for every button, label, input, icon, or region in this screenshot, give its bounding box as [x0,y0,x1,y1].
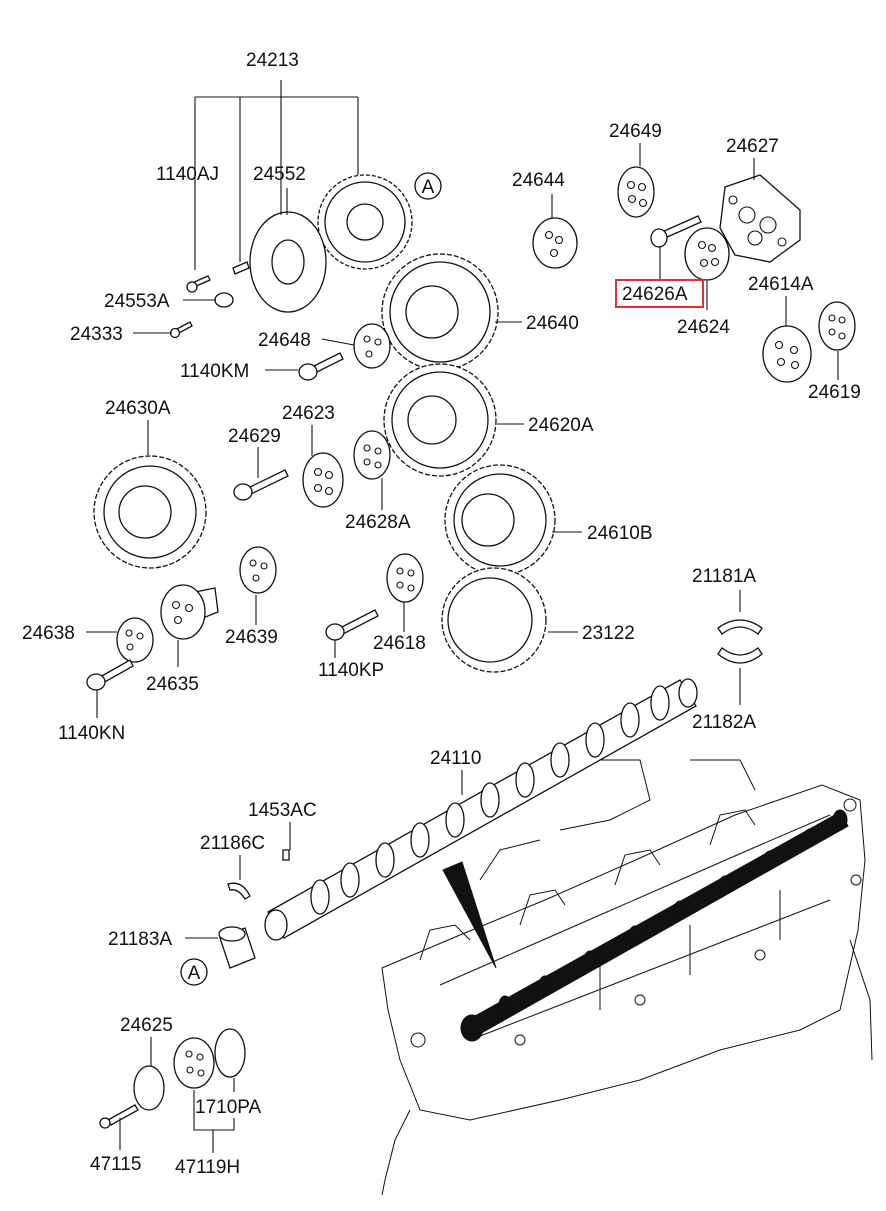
label-1140KM: 1140KM [180,361,249,382]
label-24624: 24624 [677,317,730,338]
label-24638: 24638 [22,623,75,644]
plate-24649 [617,166,655,218]
bolt-24333 [169,321,193,339]
label-24552: 24552 [253,164,306,185]
washer-24618 [386,553,424,603]
bearing-21186C [227,882,251,900]
timing-plate-24552 [249,211,327,313]
cover-47119H [173,1037,215,1089]
label-24627: 24627 [726,136,779,157]
label-21186C: 21186C [200,833,265,854]
label-24553A: 24553A [104,291,170,312]
label-24614A: 24614A [748,274,814,295]
pin-1453AC [282,849,290,861]
label-47119H: 47119H [175,1157,240,1178]
label-47115: 47115 [90,1154,141,1175]
bolt-1140AJ [186,275,211,293]
label-21182A: 21182A [692,712,756,733]
hub-24614A [762,325,812,383]
label-23122: 23122 [582,623,635,644]
bolt-24626A [650,215,702,248]
label-24626A: 24626A [622,284,688,305]
ref-circle-a-top: A [414,172,442,200]
label-24623: 24623 [282,403,335,424]
gear-24630A [93,455,207,569]
label-1140KN: 1140KN [58,723,125,744]
highlight-box-24626A [615,279,704,308]
plate-24619 [818,301,856,351]
bolt-1140KN [86,659,134,691]
gear-23122 [441,567,547,673]
label-24620A: 24620A [528,415,594,436]
label-24628A: 24628A [345,512,411,533]
gear-24640 [381,253,499,371]
bearing-21181A [717,619,763,635]
part-labels: 24213 1140AJ 24552 24553A 24333 24648 11… [22,50,861,1178]
gear-24610B [444,464,556,576]
label-1710PA: 1710PA [195,1097,262,1118]
hub-24624 [684,227,730,281]
label-24644: 24644 [512,170,565,191]
hub-24635 [160,584,219,640]
label-24648: 24648 [258,330,311,351]
label-24649: 24649 [609,121,662,142]
bracket-24627 [719,174,801,263]
bolt-24629 [233,469,289,501]
label-24629: 24629 [228,426,281,447]
label-24625: 24625 [120,1015,173,1036]
idler-hub-24644 [532,217,578,269]
label-24333: 24333 [70,324,123,345]
pin-24213 [232,261,250,275]
o-ring-1710PA [214,1028,246,1078]
label-24213: 24213 [246,50,299,71]
washer-24628A [353,430,391,480]
svg-text:A: A [422,177,435,198]
label-24110: 24110 [430,748,481,769]
label-21183A: 21183A [108,929,172,950]
bearing-21182A [717,647,763,664]
label-24639: 24639 [225,627,278,648]
label-24630A: 24630A [105,398,171,419]
washer-24623 [302,452,344,508]
bolt-1140KP [325,609,379,641]
o-ring-24625 [133,1065,165,1111]
gear-24620A [383,363,497,477]
svg-text:A: A [188,963,201,984]
label-24635: 24635 [146,674,199,695]
washer-24639 [239,546,277,594]
leader-lines [86,80,839,1153]
bolt-1140KM [298,352,344,381]
gear-24213 [317,174,413,270]
label-1140KP: 1140KP [318,660,384,681]
label-24610B: 24610B [587,523,653,544]
label-1453AC: 1453AC [248,800,317,821]
camshaft-24110 [264,678,698,941]
label-24640: 24640 [526,313,579,334]
label-24619: 24619 [808,382,861,403]
washer-24648 [353,323,391,369]
washer-24638 [116,617,154,663]
label-1140AJ: 1140AJ [156,164,219,185]
label-21181A: 21181A [692,566,756,587]
label-24618: 24618 [373,633,426,654]
bolt-47115 [99,1104,139,1129]
ref-circle-a-bottom: A [180,958,208,986]
washer-24553A [214,292,234,308]
cylinder-head [381,759,873,1196]
bushing-21183A [218,926,256,969]
